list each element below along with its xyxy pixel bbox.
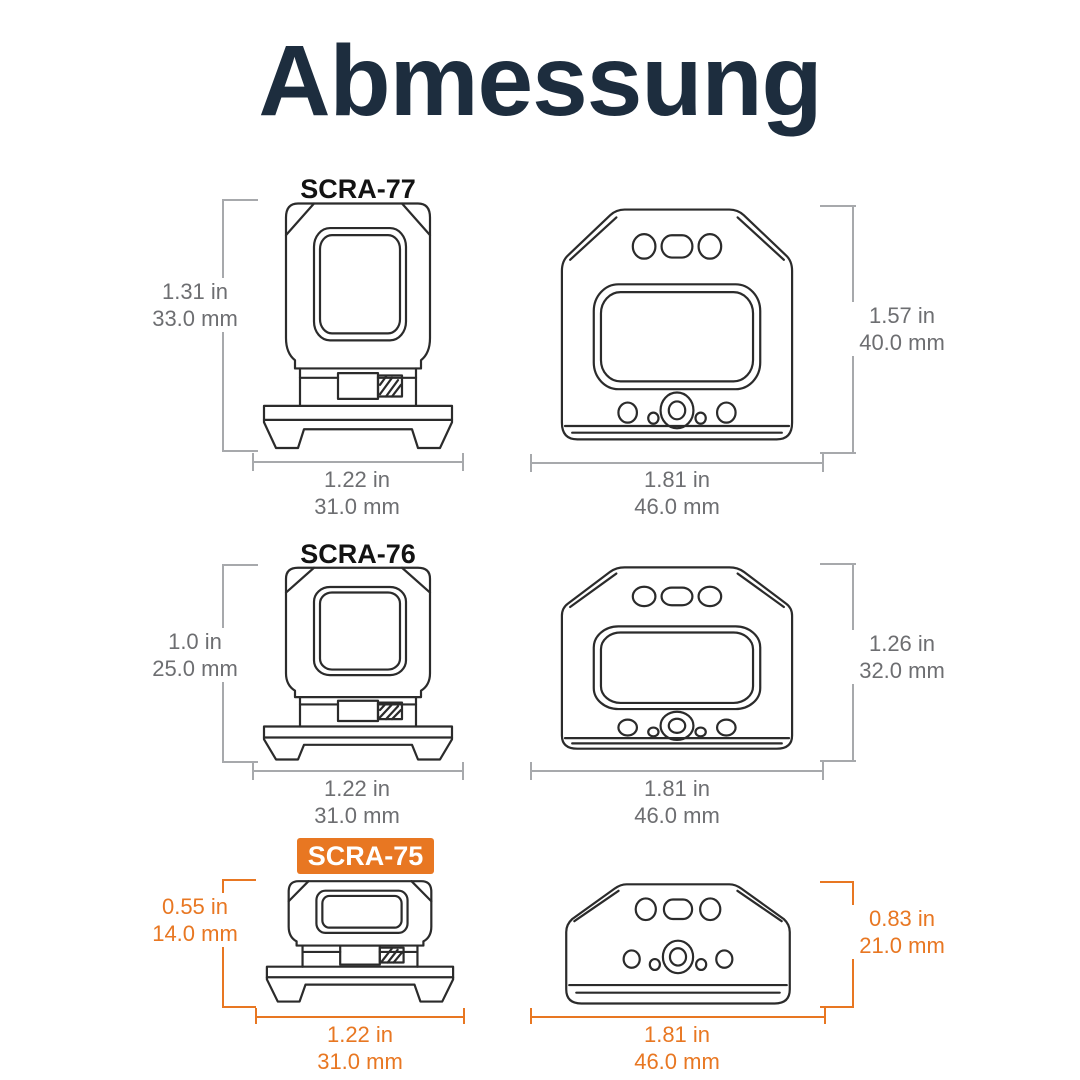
scra-77-front-view-drawing: [528, 204, 826, 455]
dim-value-in: 1.31 in: [161, 279, 229, 304]
dim-value-in: 1.81 in: [643, 776, 711, 801]
dim-tick: [820, 760, 856, 762]
dim-value-in: 0.55 in: [161, 894, 229, 919]
dim-tick: [462, 453, 464, 471]
dim-tick: [820, 452, 856, 454]
dim-height-side: 1.0 in 25.0 mm: [130, 628, 260, 682]
dim-tick: [255, 1008, 257, 1024]
dim-width-front: 1.81 in 46.0 mm: [607, 1021, 747, 1075]
page-title: Abmessung: [258, 25, 822, 137]
dim-value-mm: 32.0 mm: [859, 658, 945, 683]
dim-tick: [530, 454, 532, 472]
dim-value-mm: 21.0 mm: [859, 933, 945, 958]
dim-line-width-side: [255, 1016, 465, 1018]
dim-tick: [252, 453, 254, 471]
dim-line-width-front: [530, 770, 824, 772]
scra-76-front-view-drawing: [528, 563, 826, 761]
dim-value-in: 1.57 in: [868, 303, 936, 328]
dim-value-in: 1.0 in: [168, 629, 222, 654]
dim-tick: [463, 1008, 465, 1024]
dim-tick: [462, 762, 464, 780]
scra-75-front-view-drawing: [532, 880, 824, 1010]
dim-line-width-side: [252, 770, 464, 772]
dim-value-in: 1.22 in: [326, 1022, 394, 1047]
model-label-scra-77: SCRA-77: [300, 174, 416, 204]
dim-tick: [222, 450, 258, 452]
dim-value-mm: 31.0 mm: [314, 494, 400, 519]
scra-77-side-view-drawing: [252, 200, 464, 455]
dim-tick: [820, 563, 856, 565]
dim-tick: [530, 762, 532, 780]
dim-value-in: 1.81 in: [643, 467, 711, 492]
dim-tick: [222, 761, 258, 763]
dim-tick: [824, 1008, 826, 1024]
dim-tick: [222, 199, 258, 201]
dim-height-front: 1.57 in 40.0 mm: [836, 302, 968, 356]
dim-tick: [822, 454, 824, 472]
scra-76-side-view-drawing: [252, 565, 464, 765]
dim-value-mm: 40.0 mm: [859, 330, 945, 355]
dim-width-side: 1.22 in 31.0 mm: [287, 466, 427, 520]
dim-width-front: 1.81 in 46.0 mm: [607, 466, 747, 520]
dim-tick: [530, 1008, 532, 1024]
dim-value-mm: 46.0 mm: [634, 494, 720, 519]
dim-width-side: 1.22 in 31.0 mm: [287, 775, 427, 829]
dim-tick: [820, 205, 856, 207]
dim-height-side: 0.55 in 14.0 mm: [130, 893, 260, 947]
dim-value-mm: 25.0 mm: [152, 656, 238, 681]
dim-value-mm: 46.0 mm: [634, 803, 720, 828]
dim-width-side: 1.22 in 31.0 mm: [290, 1021, 430, 1075]
model-label-scra-76: SCRA-76: [300, 539, 416, 569]
dim-tick: [820, 1006, 854, 1008]
dim-value-mm: 46.0 mm: [634, 1049, 720, 1074]
dim-value-mm: 31.0 mm: [317, 1049, 403, 1074]
dim-height-front: 0.83 in 21.0 mm: [836, 905, 968, 959]
dim-tick: [820, 881, 854, 883]
dim-value-in: 1.22 in: [323, 467, 391, 492]
dim-tick: [252, 762, 254, 780]
dim-value-mm: 33.0 mm: [152, 306, 238, 331]
dim-tick: [822, 762, 824, 780]
dim-value-in: 1.81 in: [643, 1022, 711, 1047]
dim-tick: [222, 564, 258, 566]
dim-height-side: 1.31 in 33.0 mm: [130, 278, 260, 332]
dim-width-front: 1.81 in 46.0 mm: [607, 775, 747, 829]
dim-height-front: 1.26 in 32.0 mm: [836, 630, 968, 684]
dim-line-width-front: [530, 462, 824, 464]
dim-value-in: 1.22 in: [323, 776, 391, 801]
dim-line-width-side: [252, 461, 464, 463]
dim-tick: [222, 879, 256, 881]
model-label-scra-75: SCRA-75: [297, 838, 434, 874]
dim-value-mm: 14.0 mm: [152, 921, 238, 946]
dim-value-mm: 31.0 mm: [314, 803, 400, 828]
dim-tick: [222, 1006, 256, 1008]
scra-75-side-view-drawing: [255, 878, 465, 1010]
dim-value-in: 0.83 in: [868, 906, 936, 931]
dim-value-in: 1.26 in: [868, 631, 936, 656]
dim-line-width-front: [530, 1016, 826, 1018]
